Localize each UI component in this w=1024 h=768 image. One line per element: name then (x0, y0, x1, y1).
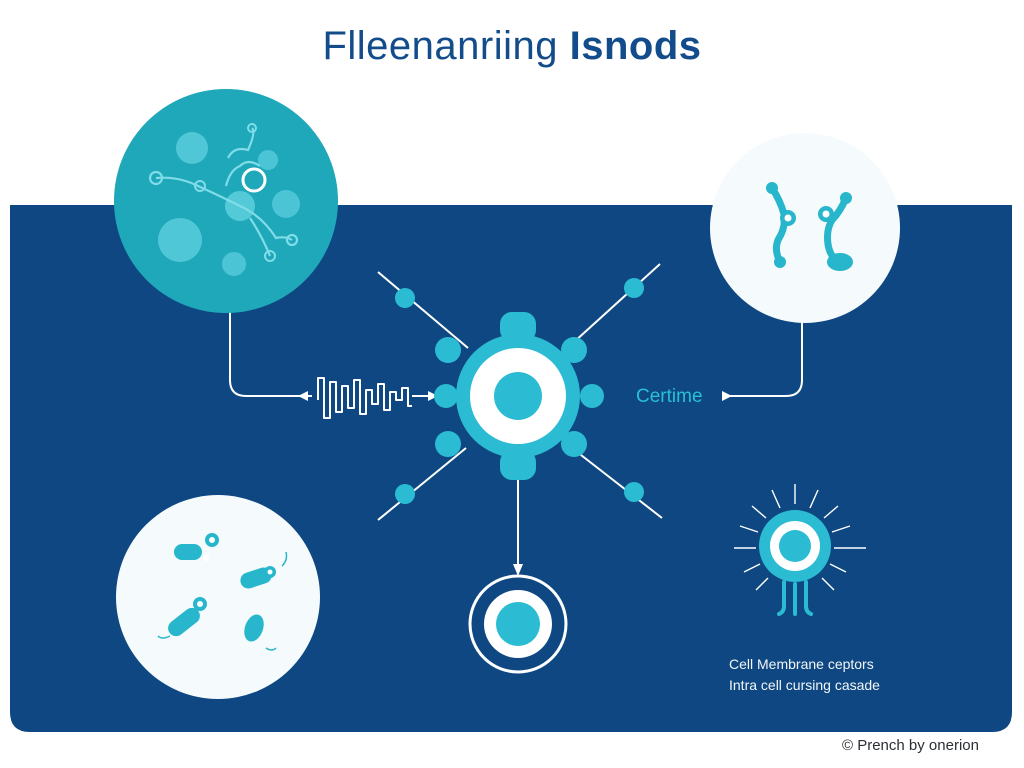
molecule-circle-top-left (114, 89, 338, 313)
molecule-circle-top-right (710, 133, 900, 323)
receptor-icon (734, 484, 866, 616)
arrow-left-tail (298, 391, 308, 401)
arrow-left-head (428, 391, 438, 401)
page-title: Flleenanriing Isnods (0, 24, 1024, 69)
spoke-bottom-left (377, 447, 467, 521)
arrow-down-head (513, 564, 523, 576)
arrow-right-head (722, 391, 732, 401)
spoke-node-bottom-left (395, 484, 415, 504)
cell-spokes (377, 263, 663, 521)
central-cell-icon (434, 312, 604, 480)
receptor-caption: Cell Membrane ceptors Intra cell cursing… (729, 654, 880, 696)
title-part-1: Flleenanriing (322, 24, 570, 68)
signal-wave-icon (317, 377, 412, 419)
molecule-circle-bottom-left (116, 495, 320, 699)
caption-line-1: Cell Membrane ceptors (729, 656, 874, 672)
target-cell-icon (468, 574, 568, 674)
credit-text: © Prench by onerion (842, 737, 979, 754)
caption-line-2: Intra cell cursing casade (729, 677, 880, 693)
spoke-top-left (377, 271, 469, 349)
connector-left (229, 308, 312, 397)
spoke-node-top-left (395, 288, 415, 308)
spoke-node-top-right (624, 278, 644, 298)
connector-right (722, 318, 803, 397)
spoke-top-right (573, 263, 661, 343)
globe-icon (176, 132, 208, 164)
spoke-node-bottom-right (624, 482, 644, 502)
title-part-2: Isnods (569, 24, 702, 68)
spoke-bottom-right (571, 447, 663, 519)
center-label: Certime (636, 386, 703, 407)
globe-icon (158, 218, 202, 262)
